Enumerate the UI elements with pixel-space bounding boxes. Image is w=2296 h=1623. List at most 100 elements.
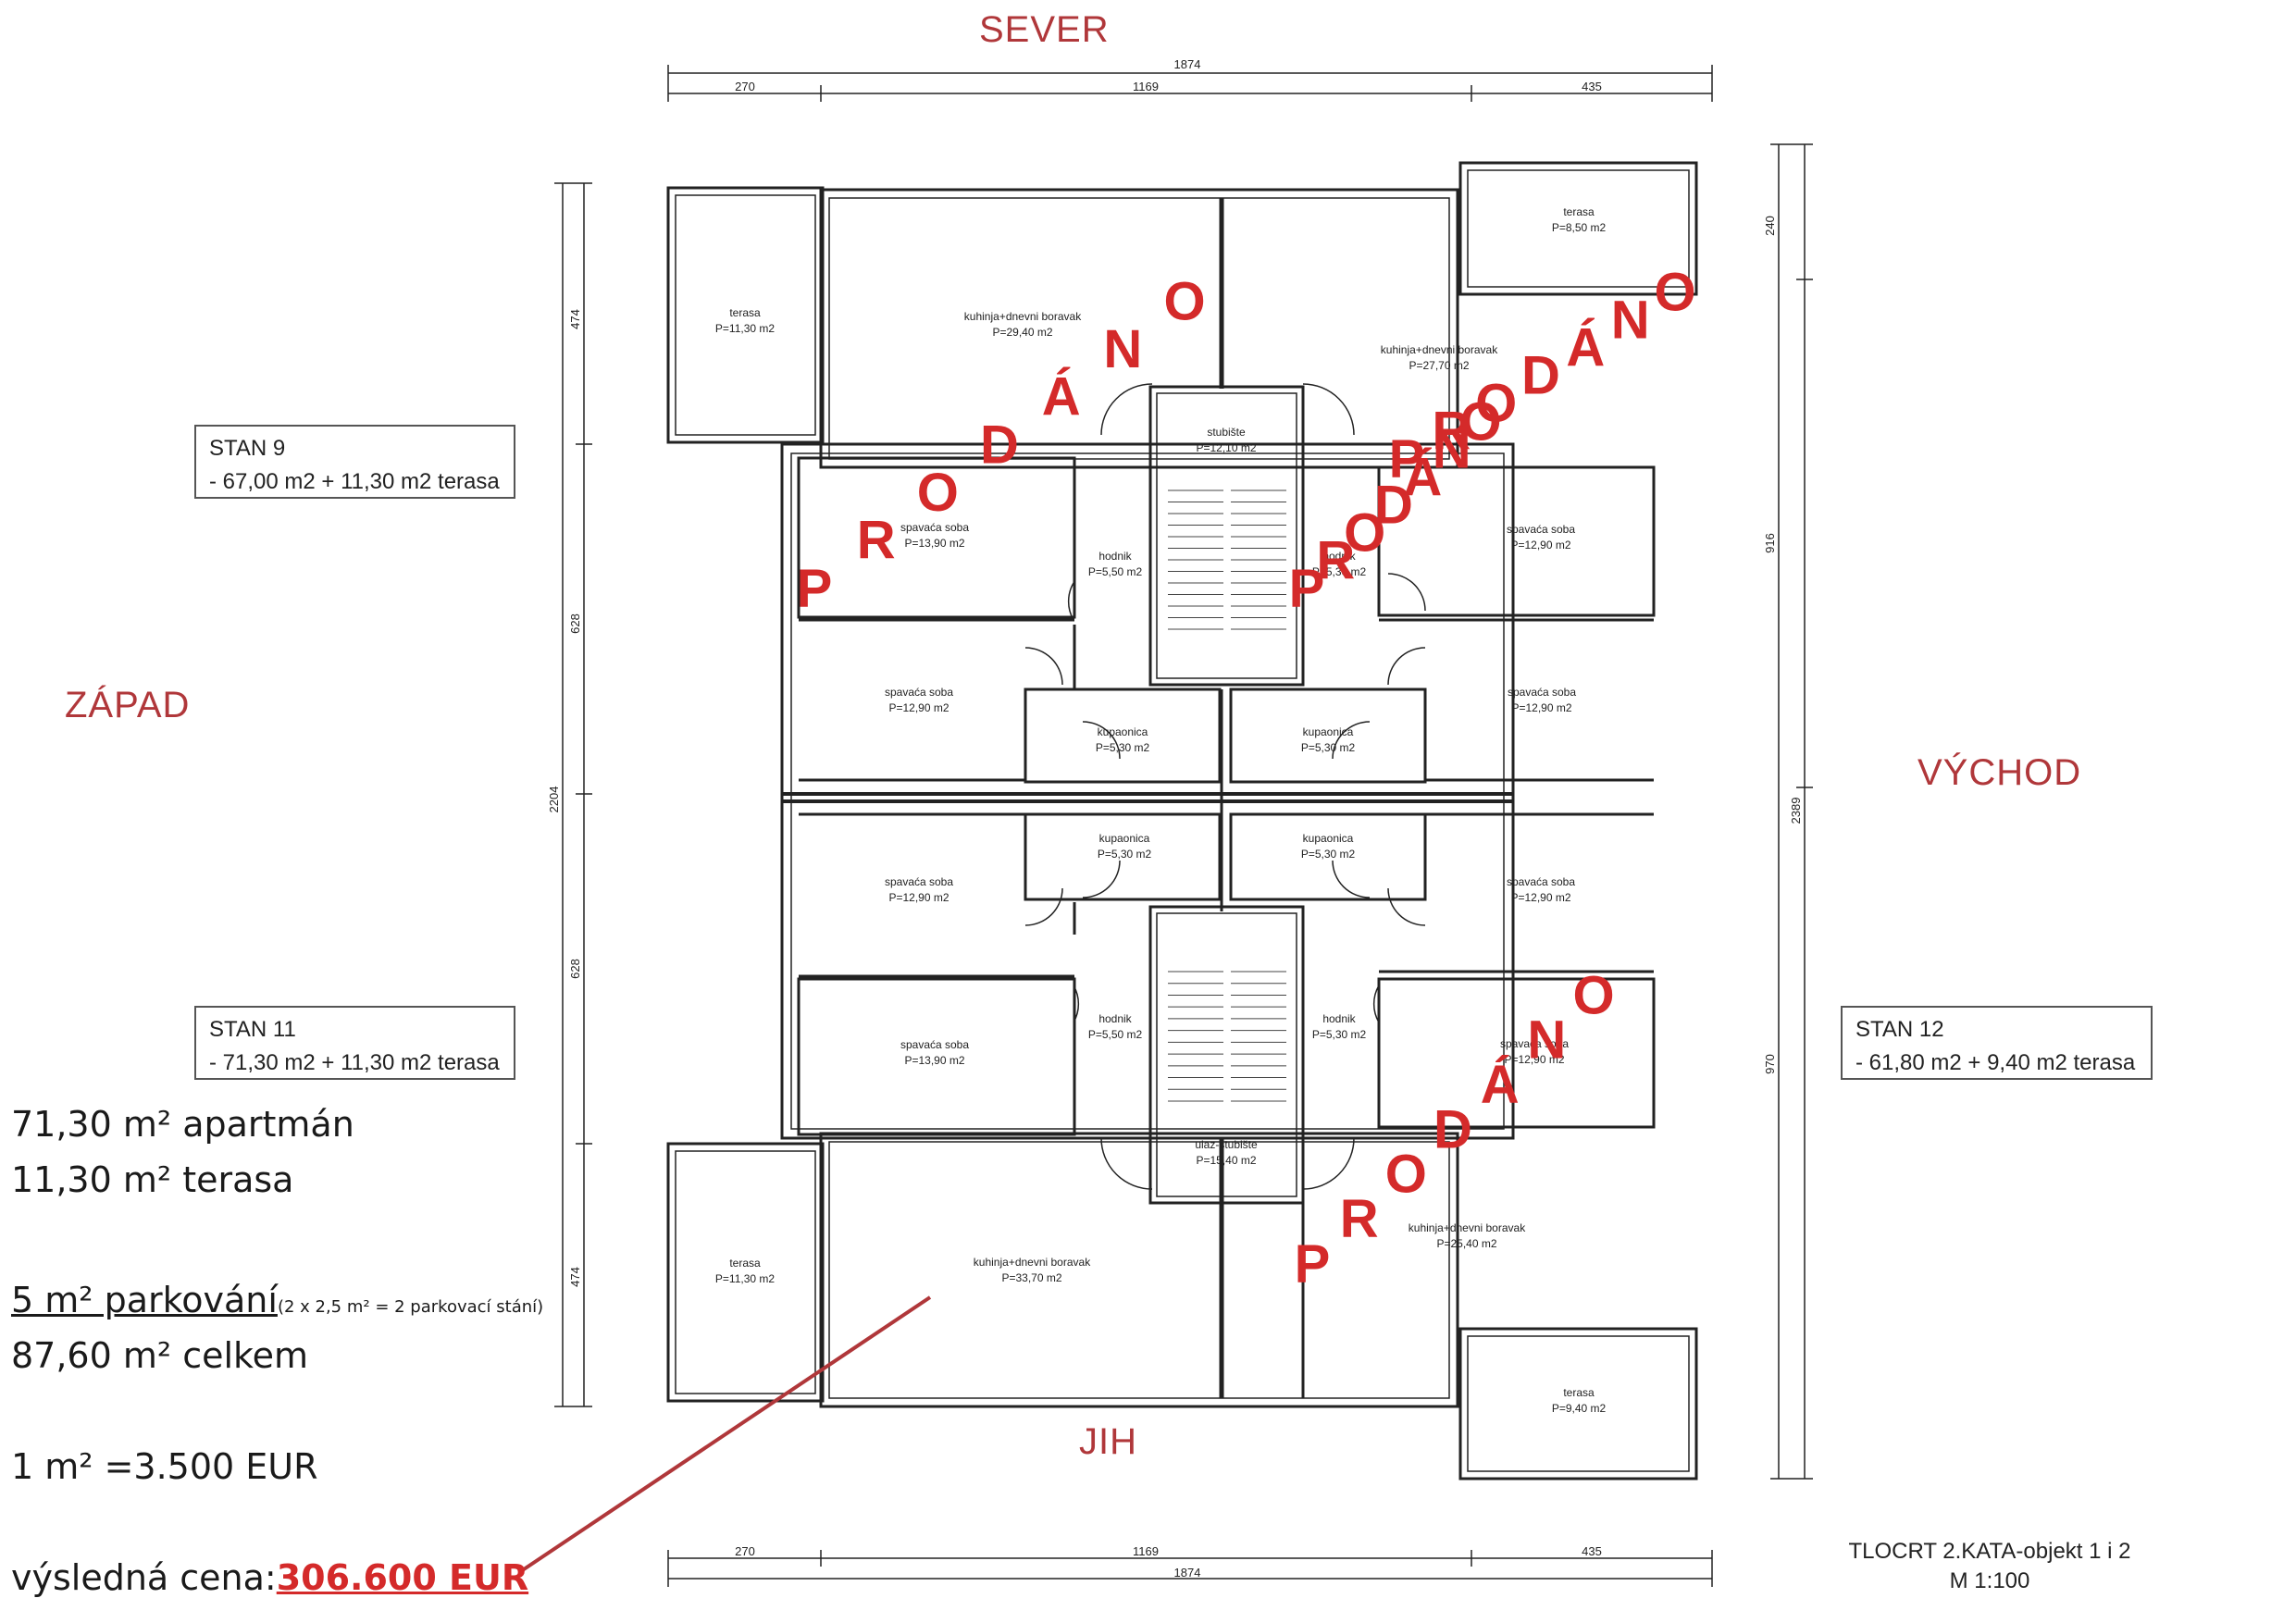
dim-top-left: 270 bbox=[735, 80, 755, 93]
sold-stamp-letter: O bbox=[1459, 391, 1501, 452]
unit-name-stan-12: STAN 12 bbox=[1855, 1017, 1944, 1042]
dim-left-3: 628 bbox=[568, 959, 582, 979]
room-area-spavaca-nw2: P=12,90 m2 bbox=[888, 701, 949, 714]
sold-stamp-letter: N bbox=[1527, 1010, 1566, 1071]
calc-result-label: výsledná cena: bbox=[11, 1557, 277, 1598]
dim-right-3: 970 bbox=[1763, 1054, 1777, 1074]
sold-stamp-letter: Á bbox=[1481, 1055, 1520, 1115]
dim-right-total: 2389 bbox=[1789, 798, 1803, 824]
title-block: TLOCRT 2.KATA-objekt 1 i 2 M 1:100 bbox=[1814, 1537, 2166, 1596]
room-name-kuhinja-ne: kuhinja+dnevni boravak bbox=[1381, 343, 1498, 356]
dimension-lines bbox=[554, 65, 1813, 1587]
unit-area-stan-9: - 67,00 m2 + 11,30 m2 terasa bbox=[209, 469, 500, 494]
room-area-kupaonica-ne: P=5,30 m2 bbox=[1301, 741, 1356, 754]
dim-right-1: 240 bbox=[1763, 216, 1777, 236]
direction-north: SEVER bbox=[979, 9, 1110, 50]
sold-stamp-letter: P bbox=[1295, 1233, 1331, 1294]
unit-area-stan-11: - 71,30 m2 + 11,30 m2 terasa bbox=[209, 1050, 500, 1075]
sold-stamp-letter: N bbox=[1103, 319, 1142, 379]
sold-stamp-letter: R bbox=[857, 511, 896, 571]
room-name-hodnik-se: hodnik bbox=[1322, 1012, 1356, 1025]
room-area-spavaca-se2: P=12,90 m2 bbox=[1504, 1053, 1564, 1066]
room-name-hodnik-ne: hodnik bbox=[1322, 550, 1356, 563]
room-area-terasa-ne: P=8,50 m2 bbox=[1552, 221, 1607, 234]
room-name-spavaca-sw2: spavaća soba bbox=[900, 1038, 969, 1051]
room-area-spavaca-ne1: P=12,90 m2 bbox=[1510, 539, 1570, 551]
calc-terrace: 11,30 m² terasa bbox=[11, 1159, 294, 1200]
room-area-kupaonica-sw: P=5,30 m2 bbox=[1098, 848, 1152, 861]
room-area-kuhinja-ne: P=27,70 m2 bbox=[1409, 359, 1469, 372]
sold-stamp-letter: O bbox=[1475, 373, 1517, 433]
room-area-stubiste-n: P=12,10 m2 bbox=[1196, 441, 1256, 454]
room-area-stubiste-s: P=15,40 m2 bbox=[1196, 1154, 1256, 1167]
dim-bottom-left: 270 bbox=[735, 1544, 755, 1558]
sold-stamp-letter: D bbox=[1433, 1099, 1472, 1159]
calc-parking: 5 m² parkování(2 x 2,5 m² = 2 parkovací … bbox=[11, 1280, 543, 1320]
room-name-kupaonica-nw: kupaonica bbox=[1098, 725, 1148, 738]
room-name-spavaca-se2: spavaća soba bbox=[1500, 1037, 1569, 1050]
sold-stamp-letter: O bbox=[1572, 965, 1614, 1025]
direction-west: ZÁPAD bbox=[65, 685, 191, 725]
unit-box-stan-11: STAN 11 - 71,30 m2 + 11,30 m2 terasa bbox=[194, 1006, 515, 1080]
dim-left-1: 474 bbox=[568, 309, 582, 329]
room-area-hodnik-nw: P=5,50 m2 bbox=[1088, 565, 1143, 578]
dim-right-2: 916 bbox=[1763, 533, 1777, 553]
room-labels: terasa P=11,30 m2 kuhinja+dnevni boravak… bbox=[715, 205, 1607, 1415]
sold-stamp-letter: O bbox=[1654, 262, 1695, 322]
room-name-stubiste-n: stubište bbox=[1207, 426, 1246, 439]
calc-result-value: 306.600 EUR bbox=[276, 1557, 529, 1598]
sold-stamp-letter: P bbox=[1389, 428, 1425, 489]
room-area-hodnik-ne: P=5,30 m2 bbox=[1312, 565, 1367, 578]
sold-stamp-letter: R bbox=[1316, 530, 1355, 590]
sold-stamp-letter: O bbox=[1385, 1145, 1427, 1205]
calc-total: 87,60 m² celkem bbox=[11, 1335, 309, 1376]
room-name-stubiste-s: ulaz-stubište bbox=[1195, 1138, 1258, 1151]
room-area-kupaonica-se: P=5,30 m2 bbox=[1301, 848, 1356, 861]
room-name-spavaca-nw2: spavaća soba bbox=[885, 686, 953, 699]
sold-stamp-letter: O bbox=[1344, 502, 1385, 563]
doors bbox=[1024, 383, 1426, 1190]
room-name-kupaonica-sw: kupaonica bbox=[1099, 832, 1150, 845]
sold-stamp-letter: D bbox=[1374, 475, 1413, 535]
dimension-labels: 1874 270 1169 435 270 1169 435 1874 2204… bbox=[547, 57, 1803, 1580]
room-name-terasa-se: terasa bbox=[1563, 1386, 1595, 1399]
dim-left-4: 474 bbox=[568, 1267, 582, 1287]
room-area-kuhinja-nw: P=29,40 m2 bbox=[992, 326, 1052, 339]
unit-name-stan-11: STAN 11 bbox=[209, 1017, 296, 1042]
room-area-terasa-sw: P=11,30 m2 bbox=[715, 1272, 775, 1285]
calc-parking-main: 5 m² parkování bbox=[11, 1280, 278, 1320]
room-area-spavaca-se1: P=12,90 m2 bbox=[1510, 891, 1570, 904]
room-name-terasa-nw: terasa bbox=[729, 306, 761, 319]
room-name-spavaca-sw1: spavaća soba bbox=[885, 875, 953, 888]
room-area-terasa-se: P=9,40 m2 bbox=[1552, 1402, 1607, 1415]
sold-stamp-letter: Á bbox=[1403, 447, 1442, 507]
sold-stamp-letter: N bbox=[1611, 290, 1650, 350]
sold-stamp-letter: P bbox=[1289, 558, 1325, 618]
stair-treads bbox=[1168, 489, 1286, 1102]
room-name-spavaca-ne1: spavaća soba bbox=[1507, 523, 1575, 536]
calc-unit-price: 1 m² =3.500 EUR bbox=[11, 1446, 318, 1487]
room-area-terasa-nw: P=11,30 m2 bbox=[715, 322, 775, 335]
direction-east: VÝCHOD bbox=[1917, 752, 2082, 793]
sold-stamp-letter: D bbox=[980, 415, 1019, 475]
room-area-spavaca-sw1: P=12,90 m2 bbox=[888, 891, 949, 904]
room-name-hodnik-sw: hodnik bbox=[1098, 1012, 1132, 1025]
dim-top-mid: 1169 bbox=[1133, 80, 1159, 93]
room-area-kuhinja-sw: P=33,70 m2 bbox=[1001, 1271, 1061, 1284]
unit-name-stan-9: STAN 9 bbox=[209, 436, 286, 461]
room-name-hodnik-nw: hodnik bbox=[1098, 550, 1132, 563]
dim-bottom-total: 1874 bbox=[1174, 1566, 1201, 1580]
sold-stamp-letter: O bbox=[1163, 271, 1205, 331]
direction-south: JIH bbox=[1079, 1421, 1137, 1462]
room-area-kupaonica-nw: P=5,30 m2 bbox=[1096, 741, 1150, 754]
room-area-hodnik-se: P=5,30 m2 bbox=[1312, 1028, 1367, 1041]
sold-stamp-letter: O bbox=[917, 463, 959, 523]
dim-left-total: 2204 bbox=[547, 787, 561, 813]
room-area-spavaca-nw1: P=13,90 m2 bbox=[904, 537, 964, 550]
